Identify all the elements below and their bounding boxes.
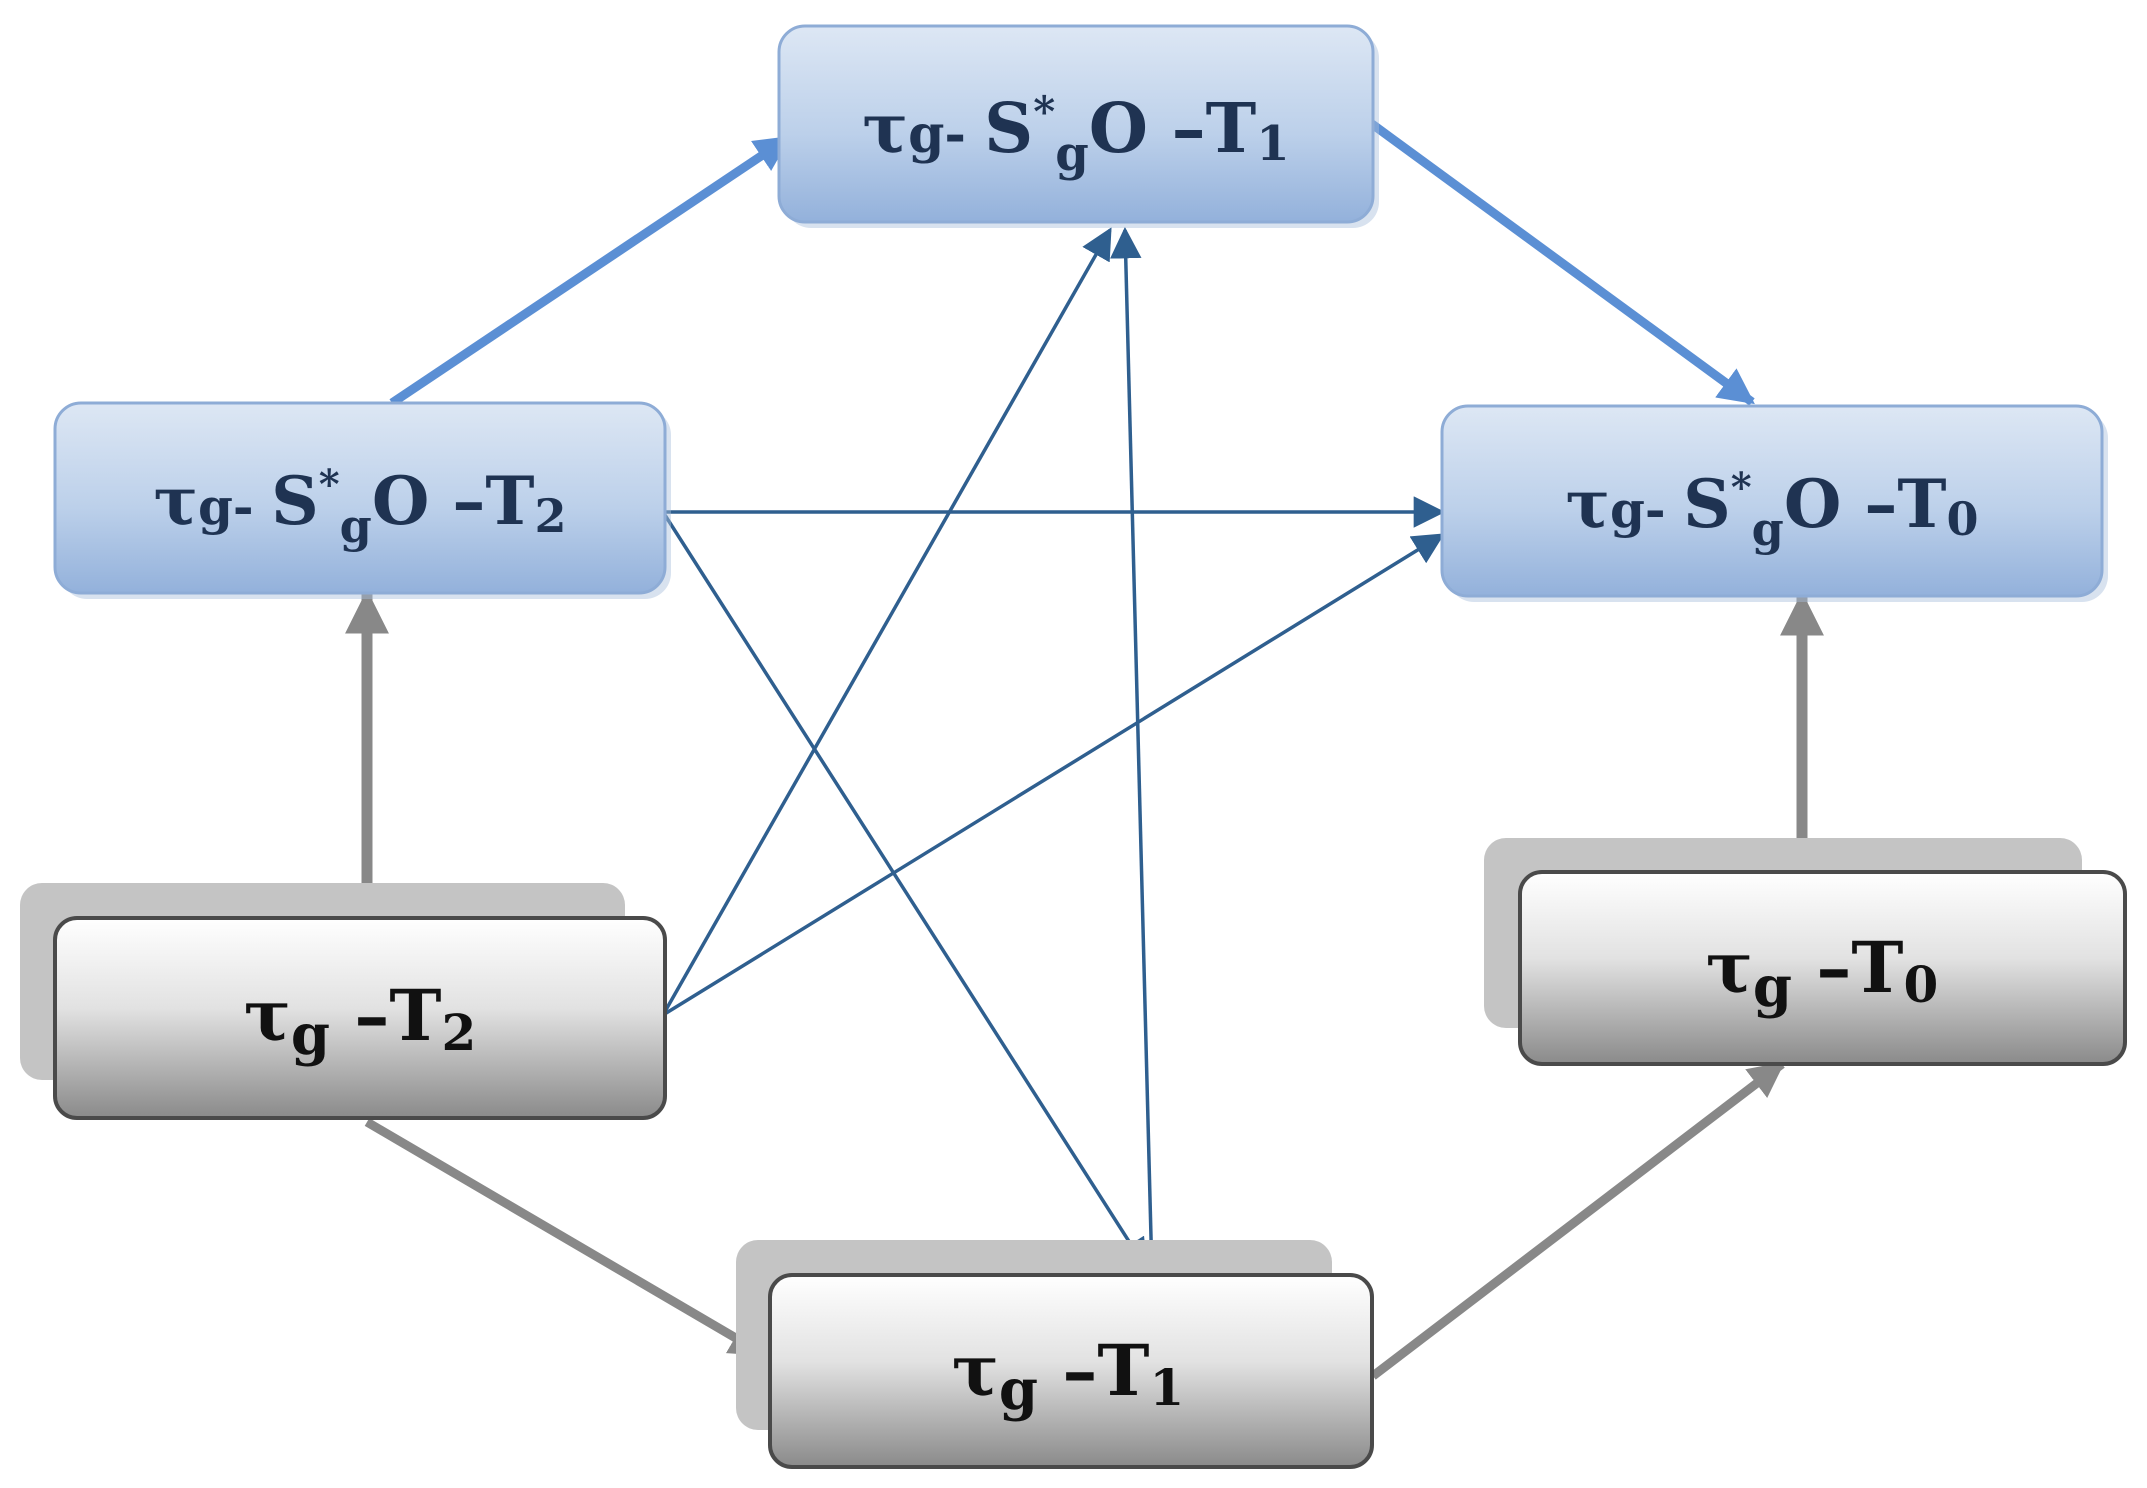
- arrow-tau-t1-to-tau-t0: [1370, 1060, 1785, 1380]
- node-tau-t1-label: τg –T1: [952, 1329, 1185, 1423]
- node-tau-t1: τg –T1: [736, 1240, 1374, 1469]
- node-soc-t2: τg- S*gO –T2: [53, 401, 671, 599]
- arrow-tau-t2-to-tau-t1: [364, 1118, 767, 1358]
- node-soc-t0: τg- S*gO –T0: [1440, 404, 2108, 602]
- arrow-tau-t2-to-soc-t1: [661, 227, 1112, 1016]
- node-soc-t0-label: τg- S*gO –T0: [1566, 464, 1979, 556]
- arrow-soc-t1-to-soc-t0: [1369, 120, 1755, 406]
- node-soc-t1: τg- S*gO –T1: [777, 24, 1379, 228]
- arrow-soc-t2-to-soc-t1: [389, 134, 791, 407]
- arrow-tau-t1-to-soc-t1: [1109, 226, 1154, 1277]
- node-tau-t2: τg –T2: [20, 883, 667, 1120]
- node-soc-t1-label: τg- S*gO –T1: [862, 87, 1289, 182]
- arrows-layer: [345, 120, 1824, 1380]
- arrow-soc-t2-to-tau-t1: [661, 511, 1148, 1271]
- node-tau-t0-label: τg –T0: [1706, 926, 1939, 1020]
- arrow-tau-t2-to-soc-t0: [662, 533, 1445, 1017]
- node-soc-t2-label: τg- S*gO –T2: [154, 461, 567, 553]
- node-tau-t2-label: τg –T2: [244, 974, 477, 1068]
- node-tau-t0: τg –T0: [1484, 838, 2127, 1066]
